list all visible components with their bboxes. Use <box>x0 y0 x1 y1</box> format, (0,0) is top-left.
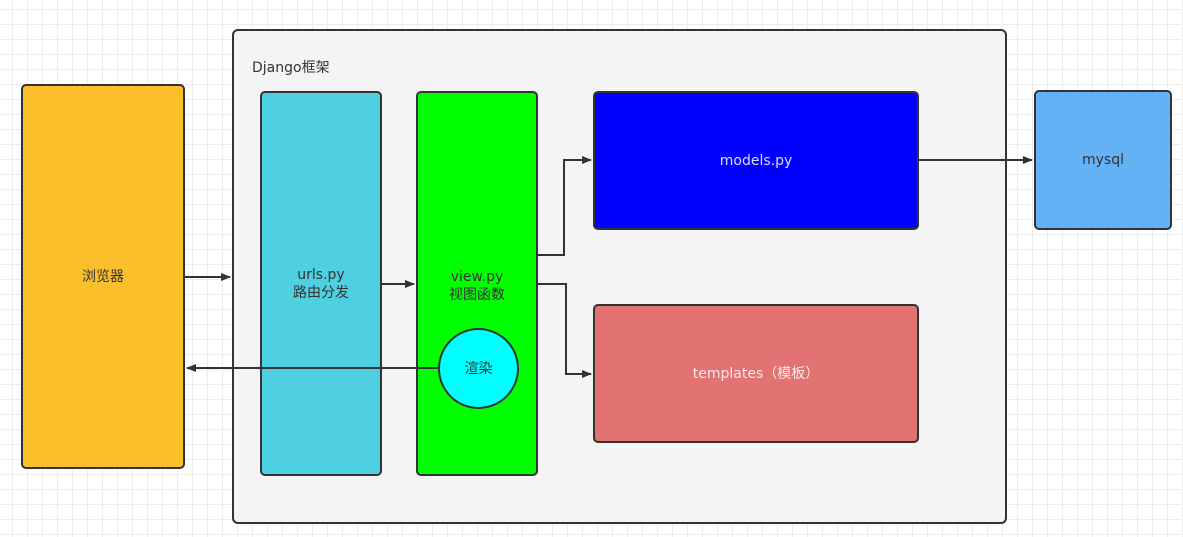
mysql-label: mysql <box>1082 152 1124 168</box>
urls-label-file: urls.py <box>297 266 345 283</box>
browser-node[interactable]: 浏览器 <box>21 84 185 469</box>
render-label: 渲染 <box>464 360 493 377</box>
models-label: models.py <box>719 152 793 169</box>
view-node[interactable]: view.py 视图函数 <box>416 91 538 476</box>
mysql-node[interactable]: mysql <box>1034 90 1172 230</box>
edge-view-to-models <box>538 156 592 256</box>
view-label-file: view.py <box>450 269 504 285</box>
models-node[interactable]: models.py <box>593 91 919 230</box>
urls-node[interactable]: urls.py 路由分发 <box>260 91 382 476</box>
frame-title: Django框架 <box>252 60 330 76</box>
browser-label: 浏览器 <box>82 268 124 285</box>
templates-node[interactable]: templates（模板） <box>593 304 919 443</box>
view-label-desc: 视图函数 <box>449 287 505 303</box>
render-node[interactable]: 渲染 <box>438 328 519 409</box>
urls-label-desc: 路由分发 <box>293 284 349 301</box>
edge-view-to-templates <box>538 283 592 378</box>
templates-label: templates（模板） <box>692 365 820 382</box>
